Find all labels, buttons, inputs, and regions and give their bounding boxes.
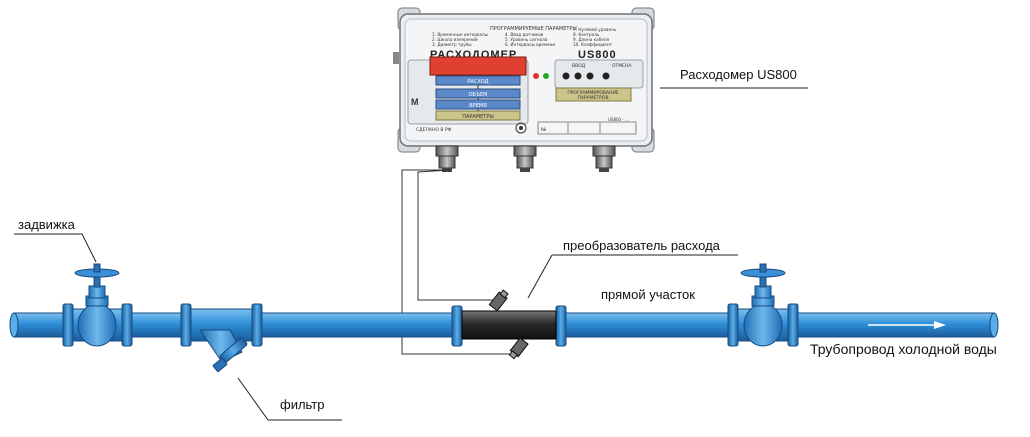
made-in-label: СДЕЛАНО В РФ bbox=[416, 127, 452, 133]
svg-text:ПАРАМЕТРЫ: ПАРАМЕТРЫ bbox=[462, 114, 494, 120]
cable-gland-3 bbox=[592, 145, 616, 172]
flowmeter-device: ПРОГРАММИРУЕМЫЕ ПАРАМЕТРЫ 1. Временные и… bbox=[393, 7, 655, 172]
label-pipeline: Трубопровод холодной воды bbox=[810, 341, 997, 357]
svg-text:РАСХОД: РАСХОД bbox=[467, 79, 488, 85]
cancel-label: ОТМЕНА bbox=[612, 63, 632, 69]
svg-text:3. Диаметр трубы: 3. Диаметр трубы bbox=[432, 42, 472, 47]
button-2[interactable] bbox=[574, 72, 582, 80]
svg-text:5. Уровень сигнала: 5. Уровень сигнала bbox=[505, 37, 548, 42]
button-1[interactable] bbox=[562, 72, 570, 80]
svg-text:10. Коэффициент: 10. Коэффициент bbox=[573, 42, 613, 47]
leader-lines bbox=[14, 87, 808, 421]
svg-text:ВРЕМЯ: ВРЕМЯ bbox=[469, 103, 486, 109]
flow-arrow-icon bbox=[868, 321, 946, 329]
gate-valve-left bbox=[62, 263, 133, 347]
label-transducer: преобразователь расхода bbox=[563, 238, 720, 253]
led-red bbox=[533, 73, 539, 79]
label-filter: фильтр bbox=[280, 397, 325, 412]
button-3[interactable] bbox=[586, 72, 594, 80]
label-straight-section: прямой участок bbox=[601, 287, 695, 302]
svg-text:7. Нулевой уровень: 7. Нулевой уровень bbox=[573, 27, 617, 32]
svg-text:9. Длина кабеля: 9. Длина кабеля bbox=[573, 37, 610, 42]
svg-text:ОБЪЕМ: ОБЪЕМ bbox=[468, 92, 487, 98]
serial-label: № bbox=[541, 127, 547, 133]
filter-strainer bbox=[180, 303, 263, 373]
svg-text:1. Временные интервалы: 1. Временные интервалы bbox=[432, 32, 488, 37]
svg-text:2. Шкала измерений: 2. Шкала измерений bbox=[432, 37, 478, 42]
program-button[interactable] bbox=[555, 87, 632, 102]
model-tag: US800 - ... bbox=[608, 117, 629, 122]
label-valve: задвижка bbox=[18, 217, 75, 232]
input-label: ВВОД bbox=[572, 63, 586, 69]
label-flowmeter: Расходомер US800 bbox=[680, 67, 797, 82]
cable-gland-2 bbox=[513, 145, 537, 172]
device-logo: M bbox=[411, 97, 419, 107]
led-green bbox=[543, 73, 549, 79]
button-4[interactable] bbox=[602, 72, 610, 80]
device-param-list: 1. Временные интервалы 2. Шкала измерени… bbox=[432, 27, 617, 47]
device-keys: РАСХОД ОБЪЕМ ВРЕМЯ ПАРАМЕТРЫ bbox=[435, 75, 521, 121]
svg-text:8. Контроль: 8. Контроль bbox=[573, 32, 600, 37]
device-display bbox=[429, 56, 527, 76]
gate-valve-right bbox=[727, 263, 799, 347]
svg-text:6. Интервалы времени: 6. Интервалы времени bbox=[505, 42, 555, 47]
svg-text:4. Ввод датчиков: 4. Ввод датчиков bbox=[505, 32, 544, 37]
svg-text:ПАРАМЕТРОВ: ПАРАМЕТРОВ bbox=[577, 95, 608, 101]
device-name-right: US800 bbox=[578, 49, 617, 61]
svg-text:ПРОГРАММИРОВАНИЕ: ПРОГРАММИРОВАНИЕ bbox=[567, 90, 618, 96]
flow-transducer bbox=[451, 289, 567, 360]
device-header-title: ПРОГРАММИРУЕМЫЕ ПАРАМЕТРЫ bbox=[490, 26, 577, 32]
cable-gland-1 bbox=[435, 145, 459, 172]
seal-icon bbox=[515, 122, 527, 134]
